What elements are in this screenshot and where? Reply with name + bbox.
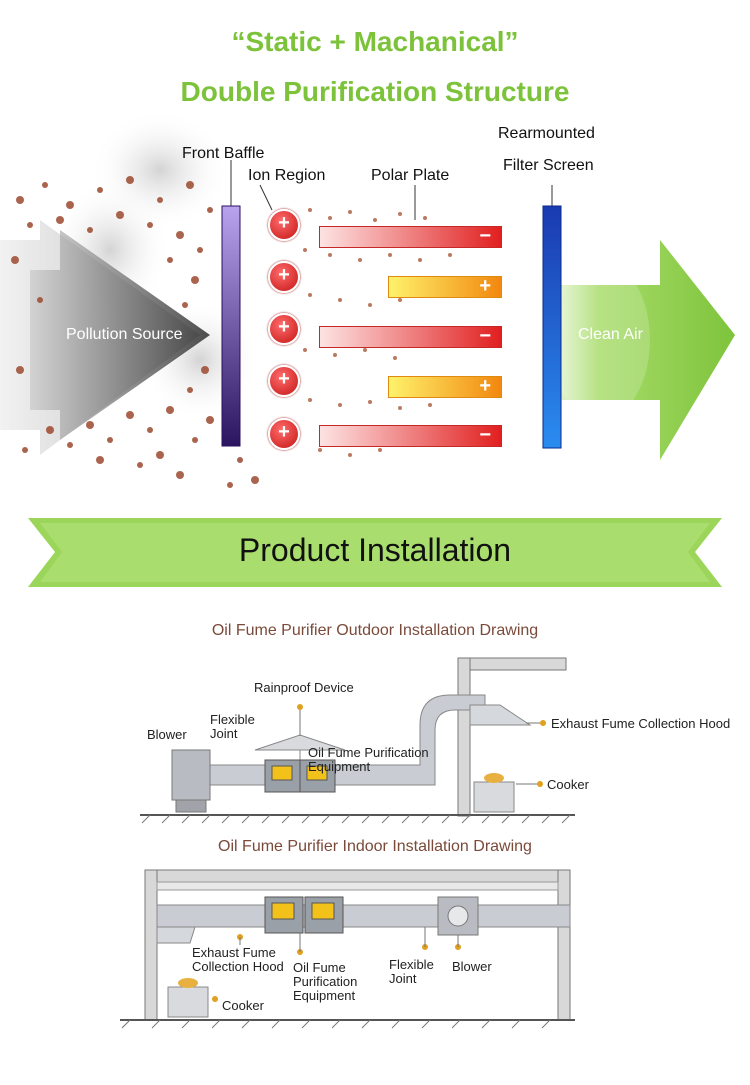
ion-plus: + (278, 368, 290, 390)
indoor-equipment-label-2: Purification (293, 974, 358, 989)
outdoor-blower-label: Blower (147, 727, 187, 742)
plate-1-sign: − (479, 225, 491, 247)
polar-plate-4: + (388, 375, 502, 398)
plate-3-sign: − (479, 325, 491, 347)
rearmounted-label: Rearmounted (498, 125, 595, 142)
ion-4: + (268, 365, 300, 397)
front-baffle-label: Front Baffle (182, 145, 265, 162)
ion-1: + (268, 209, 300, 241)
indoor-hood-label-1: Exhaust Fume (192, 945, 276, 960)
plate-2-sign: + (479, 275, 491, 297)
indoor-flexible-label-2: Joint (389, 971, 417, 986)
outdoor-equipment-label-1: Oil Fume Purification (308, 745, 429, 760)
polar-plate-1: − (319, 225, 502, 248)
plate-5-sign: − (479, 424, 491, 446)
ion-plus: + (278, 421, 290, 443)
outdoor-title: Oil Fume Purifier Outdoor Installation D… (211, 622, 539, 639)
plate-4-sign: + (479, 375, 491, 397)
ion-plus: + (278, 264, 290, 286)
filter-screen-label: Filter Screen (503, 157, 594, 174)
outdoor-flexible-label-1: Flexible (210, 712, 255, 727)
clean-air-label: Clean Air (578, 326, 643, 343)
indoor-blower-label: Blower (452, 959, 492, 974)
ion-5: + (268, 418, 300, 450)
banner-label: Product Installation (238, 532, 512, 568)
outdoor-drawing (140, 657, 575, 824)
ion-3: + (268, 313, 300, 345)
indoor-flexible-label-1: Flexible (389, 957, 434, 972)
ion-plus: + (278, 212, 290, 234)
ion-plus: + (278, 316, 290, 338)
indoor-equipment-label-1: Oil Fume (293, 960, 346, 975)
product-installation-banner (28, 518, 722, 587)
polar-plate-5: − (319, 424, 502, 447)
ion-2: + (268, 261, 300, 293)
title-line-1: “Static + Machanical” (231, 26, 519, 57)
pollution-source-label: Pollution Source (66, 326, 183, 343)
polar-plate-3: − (319, 325, 502, 348)
indoor-equipment-label-3: Equipment (293, 988, 356, 1003)
outdoor-equipment-label-2: Equipment (308, 759, 371, 774)
indoor-drawing (120, 869, 575, 1029)
outdoor-cooker-label: Cooker (547, 777, 589, 792)
ion-region-label: Ion Region (248, 167, 326, 184)
purification-diagram (0, 110, 735, 488)
polar-plate-2: + (388, 275, 502, 298)
indoor-hood-label-2: Collection Hood (192, 959, 284, 974)
indoor-title: Oil Fume Purifier Indoor Installation Dr… (218, 838, 532, 855)
outdoor-hood-label: Exhaust Fume Collection Hood (551, 716, 731, 731)
outdoor-flexible-label-2: Joint (210, 726, 238, 741)
polar-plate-label: Polar Plate (371, 167, 450, 184)
rainproof-label: Rainproof Device (254, 680, 354, 695)
title-line-2: Double Purification Structure (180, 76, 570, 107)
indoor-cooker-label: Cooker (222, 998, 264, 1013)
